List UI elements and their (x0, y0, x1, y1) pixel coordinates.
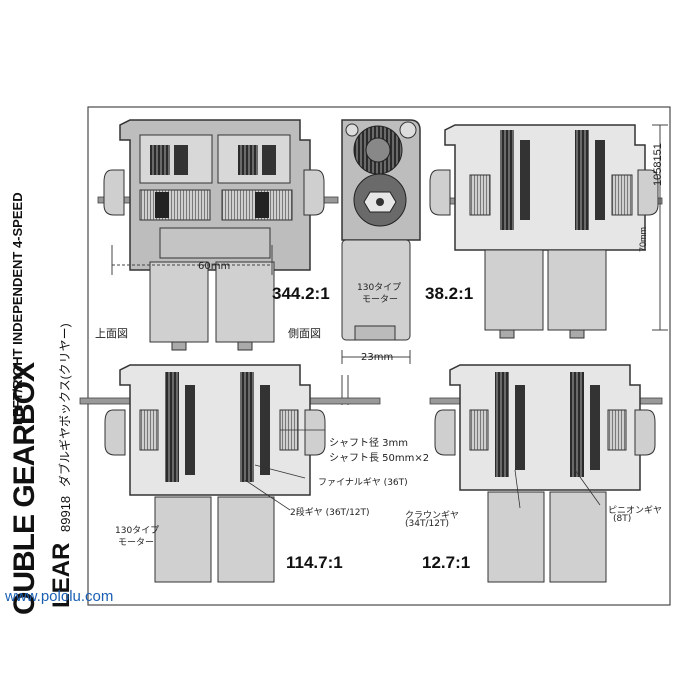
motor-label-side-b: モーター (362, 295, 399, 305)
dimension-23: 23mm (361, 352, 394, 363)
motor-label-bottom-b: モーター (118, 538, 155, 548)
product-model-number: 89918 (58, 495, 73, 532)
side-view-label: 側面図 (288, 327, 321, 340)
gearbox-114 (79, 364, 381, 583)
gearbox-38 (429, 124, 668, 339)
ratio-114: 114.7:1 (286, 553, 343, 572)
product-model-name: ダブルギヤボックス(クリヤー) (58, 323, 72, 487)
side-view-gearbox (341, 119, 421, 405)
pinion-gear-label-a: ピニオンギヤ (608, 506, 663, 516)
crown-gear-label-a: クラウンギヤ (405, 511, 460, 521)
catalog-number-text: 1058151 (652, 143, 664, 186)
motor-left (149, 261, 209, 343)
dimension-70: 70mm (636, 226, 656, 270)
ratio-344: 344.2:1 (272, 284, 330, 303)
top-view-label: 上面図 (95, 327, 128, 340)
motor-label-side-a: 130タイプ (357, 283, 402, 293)
pinion-gear-label-b: (8T) (613, 514, 632, 524)
watermark-link[interactable]: www.pololu.com (5, 588, 114, 605)
ratio-38: 38.2:1 (425, 284, 474, 303)
diagram-frame (87, 106, 671, 606)
top-view-gearbox (97, 119, 339, 351)
dimension-60: 60mm (198, 261, 231, 272)
shaft-diameter-label: シャフト径 3mm (329, 438, 409, 449)
crown-gear-label-b: (34T/12T) (405, 519, 449, 529)
catalog-number: 1058151 (642, 128, 700, 186)
shaft-length-label: シャフト長 50mm×2 (329, 453, 430, 464)
motor-right (215, 261, 275, 343)
two-stage-gear-label: 2段ギヤ (36T/12T) (290, 508, 370, 518)
motor-label-bottom-a: 130タイプ (115, 526, 160, 536)
ratio-12: 12.7:1 (422, 553, 471, 572)
final-gear-label: ファイナルギヤ (36T) (318, 478, 408, 488)
product-subtitle: LEFT/RIGHT INDEPENDENT 4-SPEED (10, 192, 25, 425)
gearbox-12 (429, 364, 663, 583)
dimension-70-text: 70mm (638, 226, 648, 252)
